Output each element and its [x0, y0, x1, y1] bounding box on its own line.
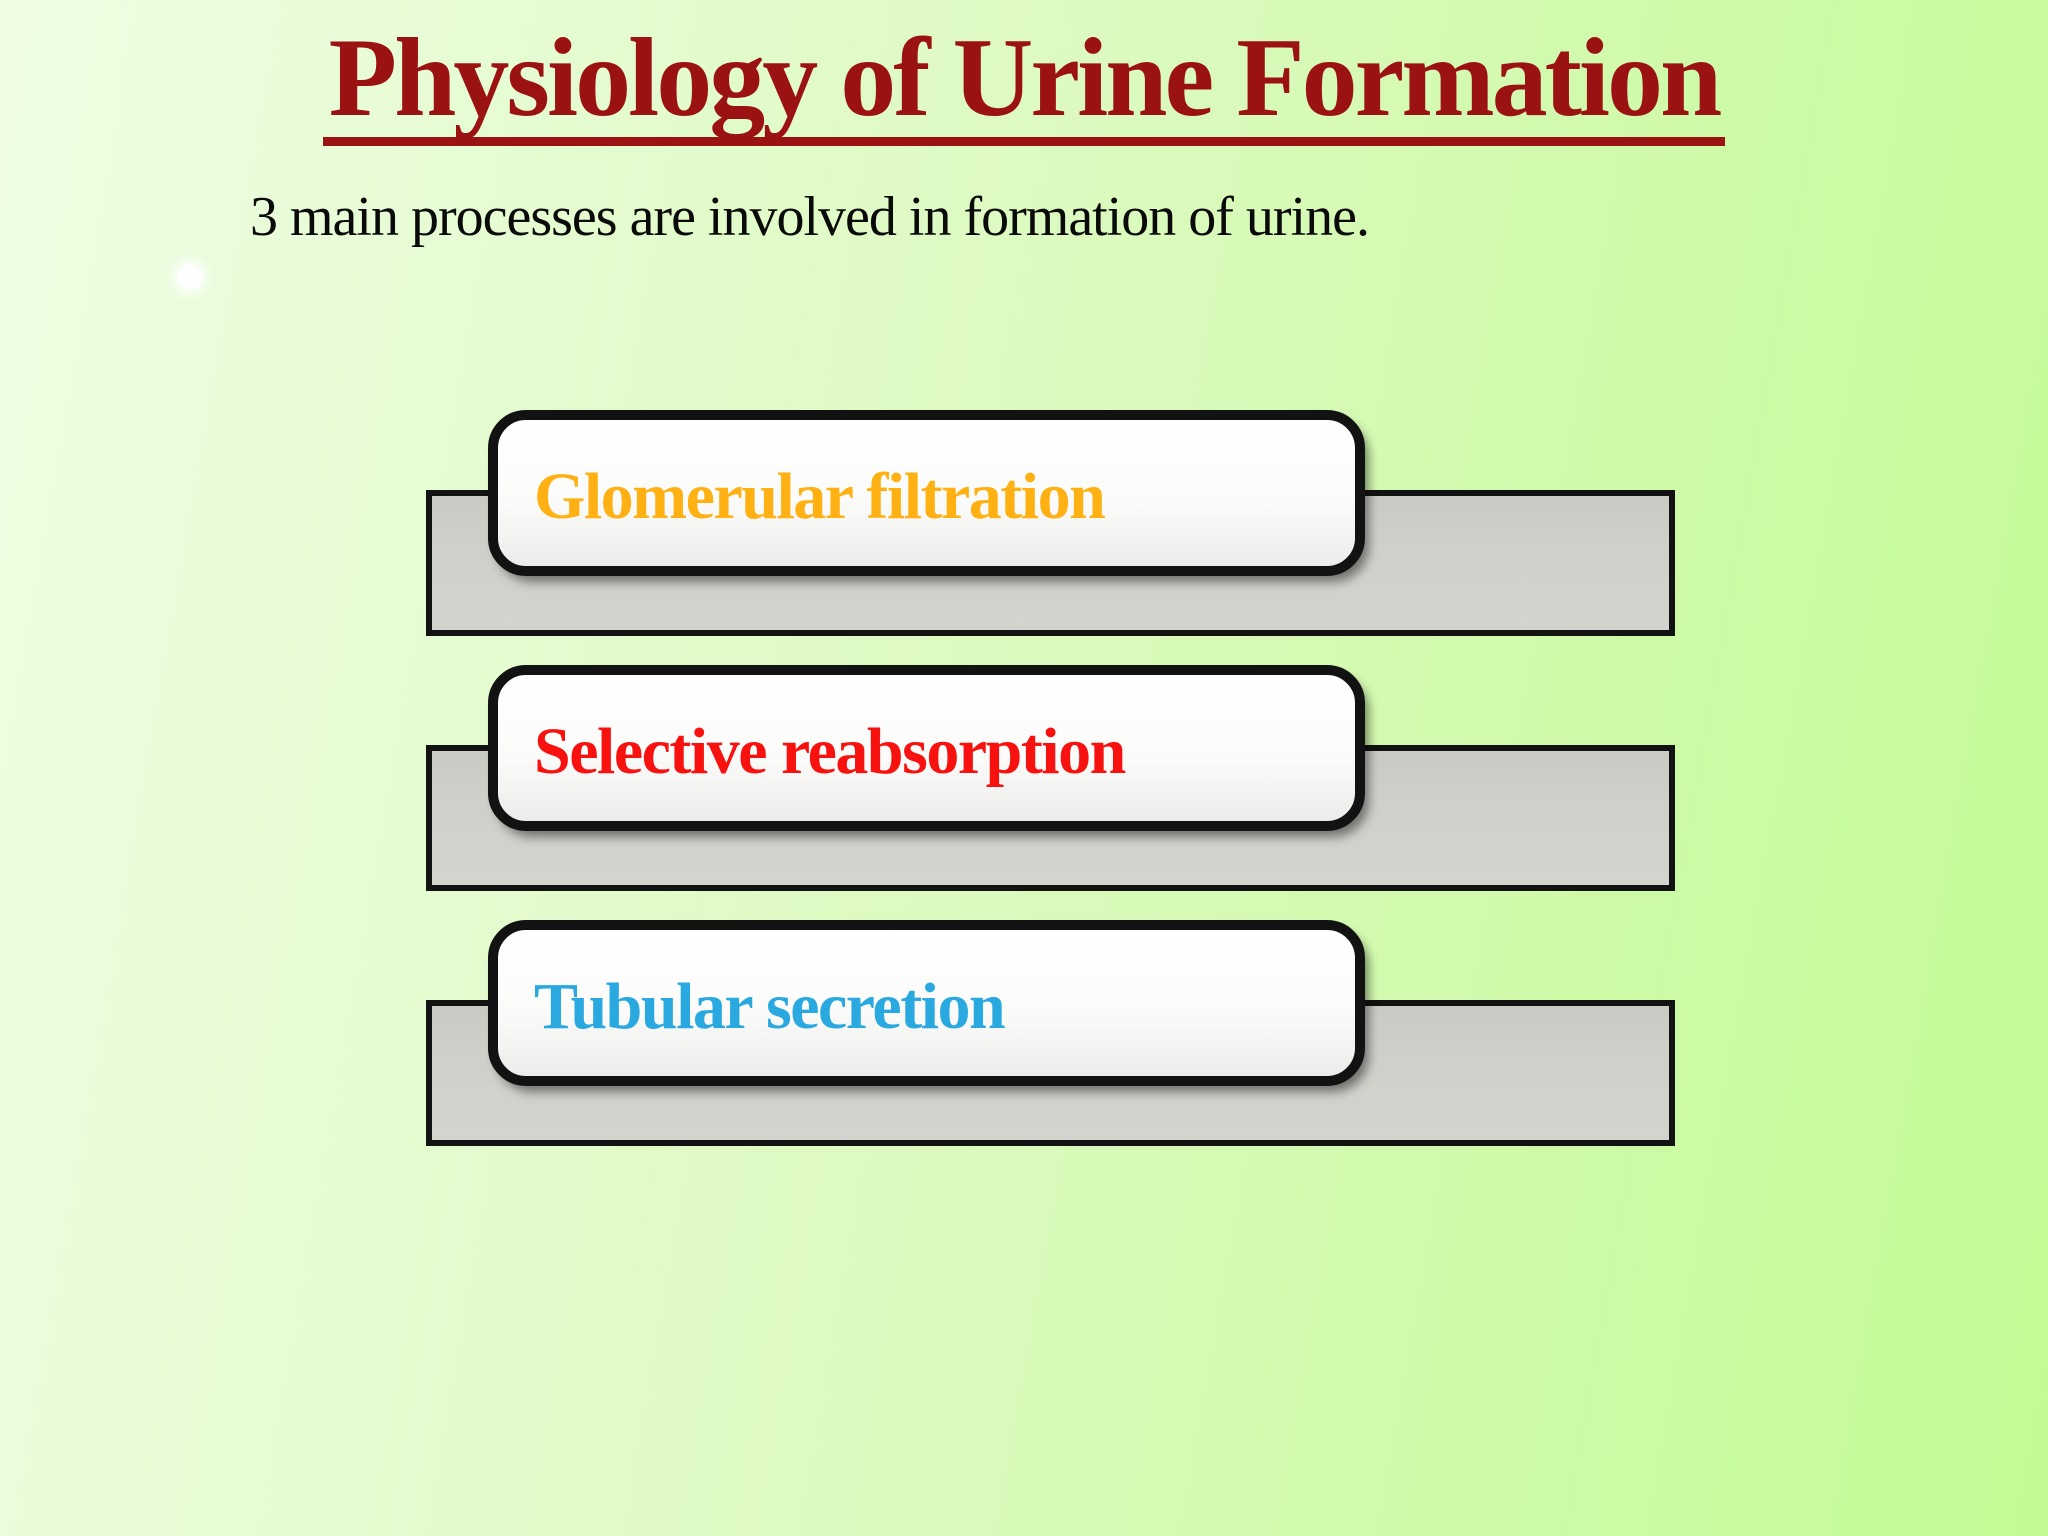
title-area: Physiology of Urine Formation [0, 22, 2048, 146]
process-box-glomerular-filtration: Glomerular filtration [488, 410, 1365, 576]
bullet-row: 3 main processes are involved in formati… [0, 182, 2048, 290]
process-label: Selective reabsorption [534, 715, 1126, 788]
process-box-tubular-secretion: Tubular secretion [488, 920, 1365, 1086]
page-title: Physiology of Urine Formation [322, 22, 1726, 146]
process-box-selective-reabsorption: Selective reabsorption [488, 665, 1365, 831]
bullet-dot-icon [177, 264, 203, 290]
bullet-text: 3 main processes are involved in formati… [250, 186, 1370, 248]
process-label: Tubular secretion [534, 970, 1006, 1043]
process-label: Glomerular filtration [534, 460, 1106, 533]
